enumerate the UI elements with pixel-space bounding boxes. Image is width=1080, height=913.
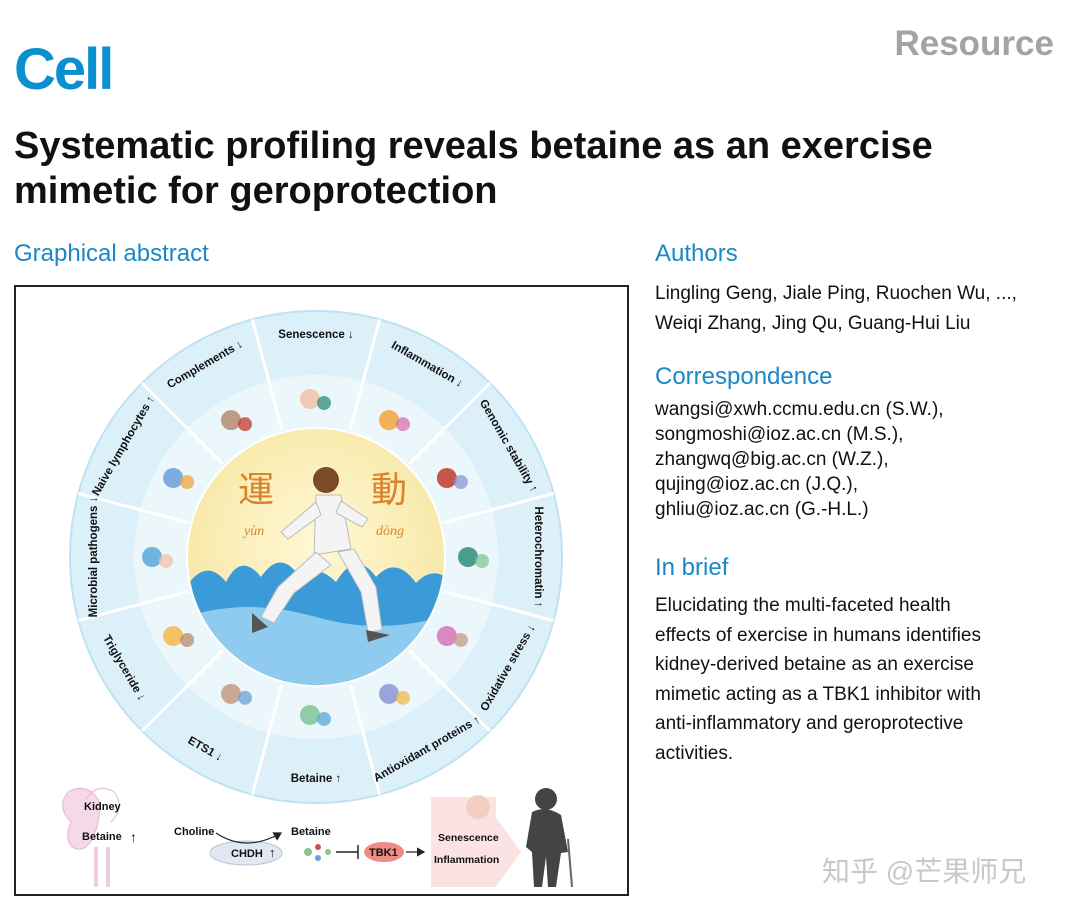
segment-divider <box>348 684 382 796</box>
pathway-betaine-up-arrow: ↑ <box>130 829 137 845</box>
in-brief-line: mimetic acting as a TBK1 inhibitor with <box>655 683 981 705</box>
segment-label: Heterochromatin ↑ <box>532 507 544 608</box>
inflammation-flame-icon <box>379 410 410 432</box>
pathway-kidney: Kidney <box>84 801 122 813</box>
correspondence-email[interactable]: qujing@ioz.ac.cn (J.Q.), <box>655 474 859 495</box>
pathway-choline: Choline <box>174 826 214 838</box>
pathway-betaine: Betaine <box>291 826 331 838</box>
segment-divider <box>443 589 555 623</box>
lymphocyte-icon <box>163 468 195 489</box>
segment-divider <box>140 381 224 465</box>
in-brief-line: kidney-derived betaine as an exercise <box>655 654 974 675</box>
correspondence-email[interactable]: songmoshi@ioz.ac.cn (M.S.), <box>655 424 904 445</box>
runner-figure-icon <box>252 467 390 642</box>
pathway-betaine-kidney: Betaine <box>82 831 122 843</box>
segment-divider <box>140 649 224 733</box>
in-brief-line: effects of exercise in humans identifies <box>655 624 981 646</box>
molecule-icon <box>300 705 331 726</box>
graphical-abstract-svg: 運 動 yùn dòng Senescence ↓Inflammation ↓G… <box>62 310 573 888</box>
segment-divider <box>408 649 492 733</box>
bacteria-icon <box>142 547 173 568</box>
pathway-chdh-up-arrow: ↑ <box>269 845 276 860</box>
correspondence-email[interactable]: ghliu@ioz.ac.cn (G.-H.L.) <box>655 499 869 520</box>
correspondence-email[interactable]: wangsi@xwh.ccmu.edu.cn (S.W.), <box>655 399 944 420</box>
authors-list: Lingling Geng, Jiale Ping, Ruochen Wu, .… <box>655 279 1065 339</box>
graphical-abstract-figure: 運 動 yùn dòng Senescence ↓Inflammation ↓G… <box>14 285 629 896</box>
correspondence-email[interactable]: zhangwq@big.ac.cn (W.Z.), <box>655 449 889 470</box>
segment-divider <box>77 589 189 623</box>
in-brief-line: anti-inflammatory and geroprotective <box>655 713 964 734</box>
segment-dividers <box>77 318 555 796</box>
in-brief-line: activities. <box>655 742 734 764</box>
correspondence-heading: Correspondence <box>655 363 833 390</box>
journal-logo: Cell <box>14 37 114 102</box>
authors-heading: Authors <box>655 240 738 267</box>
in-brief-text: Elucidating the multi-faceted health eff… <box>655 591 1055 768</box>
article-title: Systematic profiling reveals betaine as … <box>14 125 933 212</box>
pathway-inflammation: Inflammation <box>434 854 499 866</box>
lipid-icon <box>163 626 195 647</box>
segment-divider <box>348 318 382 430</box>
betaine-molecule-small-icon <box>304 844 331 861</box>
article-type-label: Resource <box>894 24 1054 63</box>
nucleosome-icon <box>458 547 489 568</box>
center-char-dong: 動 <box>371 470 407 511</box>
tbk1-protein-icon <box>364 842 404 862</box>
dna-helix-icon <box>436 468 468 489</box>
authors-line: Lingling Geng, Jiale Ping, Ruochen Wu, .… <box>655 283 1017 304</box>
pathway-tbk1: TBK1 <box>369 847 398 859</box>
senescent-cell-small-icon <box>466 795 490 819</box>
center-char-yun: 運 <box>238 470 274 511</box>
in-brief-heading: In brief <box>655 554 729 581</box>
center-pinyin-yun: yùn <box>242 524 264 539</box>
authors-line: Weiqi Zhang, Jing Qu, Guang-Hui Liu <box>655 313 971 334</box>
segment-divider <box>250 684 284 796</box>
segment-label: Senescence ↓ <box>278 329 353 341</box>
segment-divider <box>443 491 555 525</box>
segment-label: Microbial pathogens ↓ <box>88 497 100 618</box>
pathway-strip: Kidney Betaine ↑ Choline CHDH ↑ Betaine … <box>62 787 573 888</box>
segment-icons <box>142 389 489 726</box>
complement-icon <box>221 410 252 432</box>
protein-icon <box>379 683 410 705</box>
watermark: 知乎 @芒果师兄 <box>822 856 1027 887</box>
segment-divider <box>77 491 189 525</box>
transcription-factor-icon <box>221 683 252 705</box>
correspondence-list: wangsi@xwh.ccmu.edu.cn (S.W.), songmoshi… <box>655 397 1065 522</box>
elderly-person-icon <box>526 788 573 888</box>
ros-cell-icon <box>436 626 468 647</box>
pathway-chdh: CHDH <box>231 848 263 860</box>
senescent-cell-icon <box>300 389 331 410</box>
center-pinyin-dong: dòng <box>376 524 404 539</box>
pathway-senescence: Senescence <box>438 832 499 844</box>
in-brief-line: Elucidating the multi-faceted health <box>655 595 951 616</box>
segment-label: Betaine ↑ <box>291 773 342 785</box>
segment-divider <box>250 318 284 430</box>
graphical-abstract-heading: Graphical abstract <box>14 240 209 267</box>
segment-divider <box>408 381 492 465</box>
